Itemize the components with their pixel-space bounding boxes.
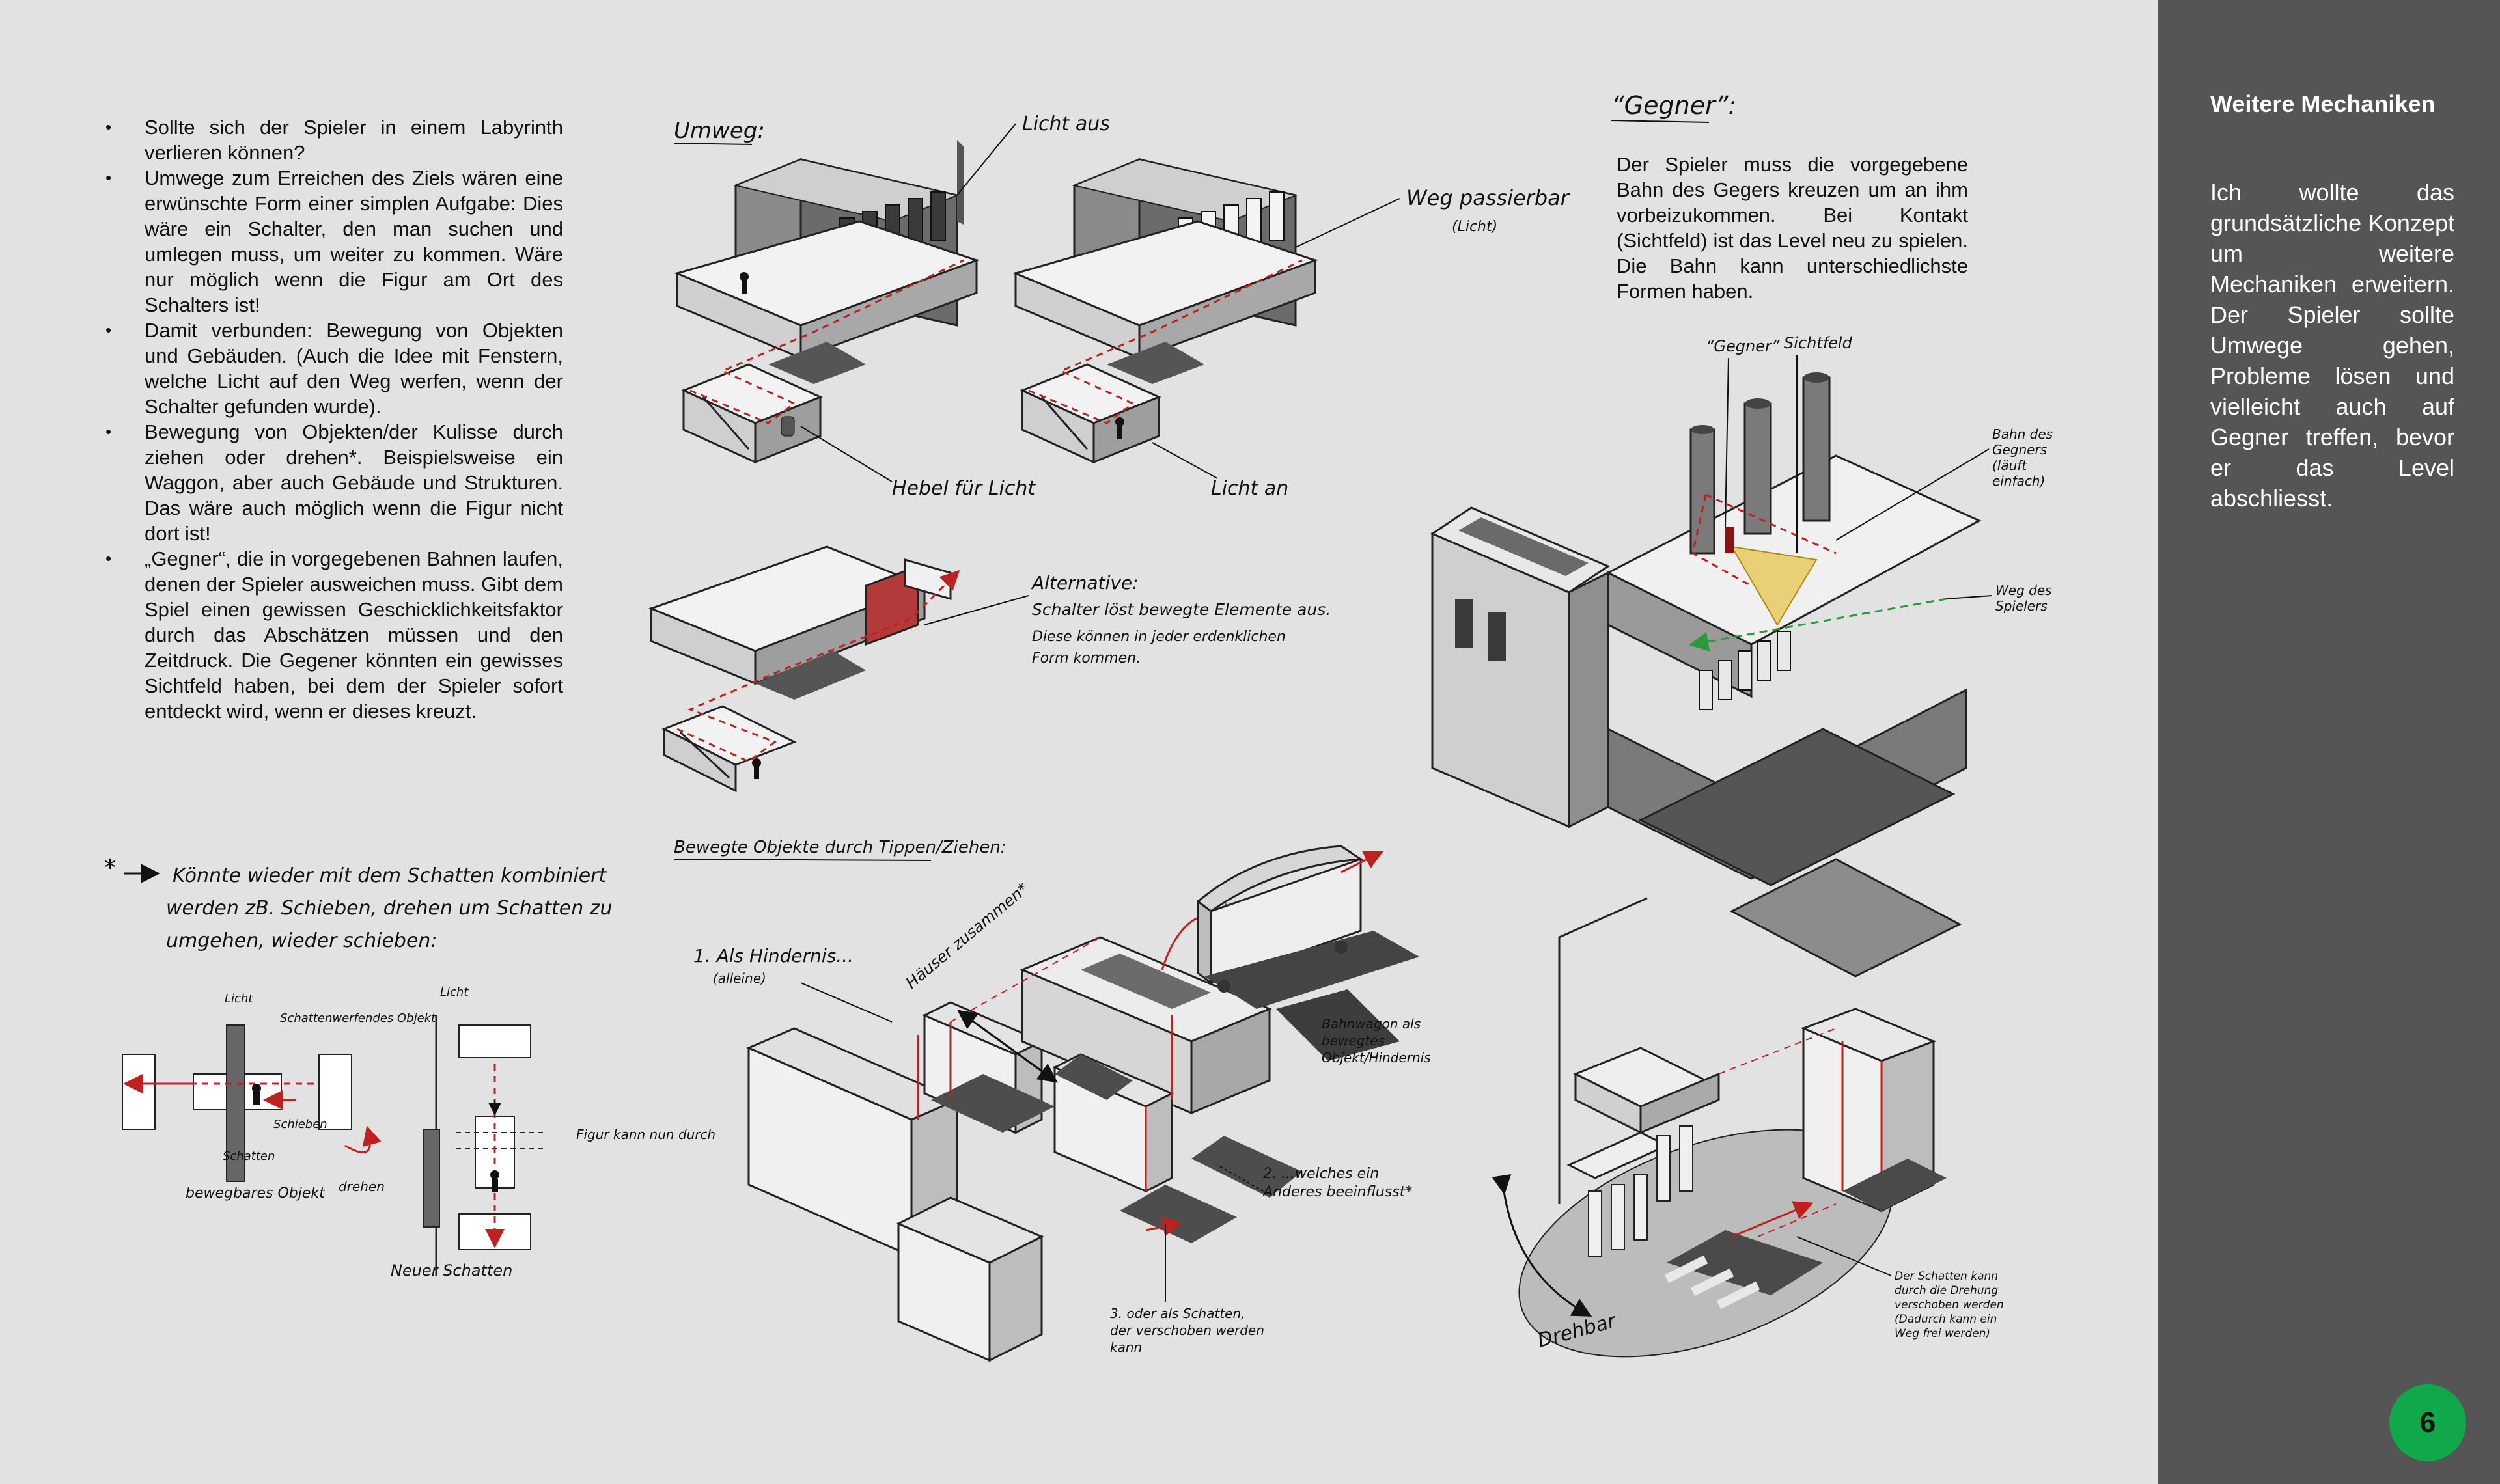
label-sichtfeld: Sichtfeld — [1784, 334, 1853, 352]
label-figur: Figur kann nun durch — [576, 1127, 715, 1142]
bullet-item: Damit verbunden: Bewegung von Objekten u… — [104, 318, 563, 419]
bewegte-houses-sketch — [746, 845, 1419, 1362]
label-licht-aus: Licht aus — [1022, 113, 1110, 135]
label-alternative: Alternative: — [1031, 572, 1139, 594]
label-licht-an: Licht an — [1211, 477, 1288, 500]
umweg-sketch-1 — [674, 140, 980, 464]
asterisk-mark: * — [104, 855, 116, 881]
sidebar-title: Weitere Mechaniken — [2210, 90, 2436, 117]
umweg-sketch-2 — [1012, 158, 1318, 464]
label-weg-passierbar: Weg passierbar — [1406, 186, 1570, 210]
label-schatten: Schatten — [223, 1149, 275, 1163]
sidebar: Weitere Mechaniken Ich wollte das grunds… — [2158, 0, 2500, 1484]
label-gegner: “Gegner” — [1706, 337, 1780, 355]
label-schatten-note: Der Schatten kann durch die Drehung vers… — [1895, 1270, 2004, 1340]
label-bahnwagon: Bahnwagon als bewegtes Objekt/Hindernis — [1322, 1016, 1431, 1065]
label-licht-note: (Licht) — [1452, 219, 1497, 235]
label-n1: 1. Als Hindernis... — [693, 945, 854, 967]
sketch-canvas: Umweg: Licht aus Heb — [104, 91, 2053, 1362]
label-schieben: Schieben — [273, 1118, 327, 1131]
umweg-heading: Umweg: — [674, 118, 765, 144]
document-page: Sollte sich der Spieler in einem Labyrin… — [0, 0, 2158, 1484]
label-hebel: Hebel für Licht — [892, 477, 1036, 500]
schatten-note-line-2: werden zB. Schieben, drehen um Schatten … — [166, 897, 613, 920]
bullet-item: Bewegung von Objekten/der Kulisse durch … — [104, 419, 563, 546]
gegner-description: Der Spieler muss die vorgegebene Bahn de… — [1617, 153, 1968, 303]
gegner-factory-sketch — [1430, 372, 1982, 978]
page-number-badge: 6 — [2389, 1384, 2466, 1461]
bullet-item: Sollte sich der Spieler in einem Labyrin… — [104, 115, 563, 165]
sidebar-body: Ich wollte das grundsätzliche Konzept um… — [2210, 179, 2454, 512]
label-drehen: drehen — [339, 1179, 385, 1194]
bewegte-heading: Bewegte Objekte durch Tippen/Ziehen: — [674, 838, 1007, 857]
label-n1-sub: (alleine) — [713, 970, 766, 986]
alternative-line-1: Schalter löst bewegte Elemente aus. — [1032, 600, 1331, 619]
label-licht: Licht — [225, 992, 253, 1006]
drehbar-sketch — [1492, 897, 1947, 1358]
label-haeuser: Häuser zusammen* — [902, 879, 1032, 992]
alternative-line-3: Form kommen. — [1032, 650, 1141, 666]
bullet-list: Sollte sich der Spieler in einem Labyrin… — [104, 115, 563, 724]
bullet-item: Umwege zum Erreichen des Ziels wären ein… — [104, 165, 563, 318]
label-neuer-schatten: Neuer Schatten — [391, 1261, 512, 1280]
label-licht-2: Licht — [440, 985, 469, 999]
alternative-line-2: Diese können in jeder erdenklichen — [1032, 629, 1286, 645]
bullet-item: „Gegner“, die in vorgegebenen Bahnen lau… — [104, 546, 563, 724]
label-bahn: Bahn des Gegners (läuft einfach) — [1992, 426, 2053, 489]
schatten-diagram — [122, 1015, 547, 1276]
schatten-note-line-1: Könnte wieder mit dem Schatten kombinier… — [173, 864, 607, 887]
label-weg-spieler: Weg des Spielers — [1995, 583, 2052, 614]
label-schattenwerfend: Schattenwerfendes Objekt — [280, 1011, 436, 1025]
schatten-note-line-3: umgehen, wieder schieben: — [166, 929, 438, 952]
gegner-heading: “Gegner”: — [1611, 91, 1736, 120]
label-n3: 3. oder als Schatten, der verschoben wer… — [1110, 1306, 1264, 1355]
alternative-sketch — [648, 545, 960, 793]
label-bewegbar: bewegbares Objekt — [186, 1185, 326, 1202]
label-n2: 2. ...welches ein Anderes beeinflusst* — [1263, 1166, 1413, 1200]
